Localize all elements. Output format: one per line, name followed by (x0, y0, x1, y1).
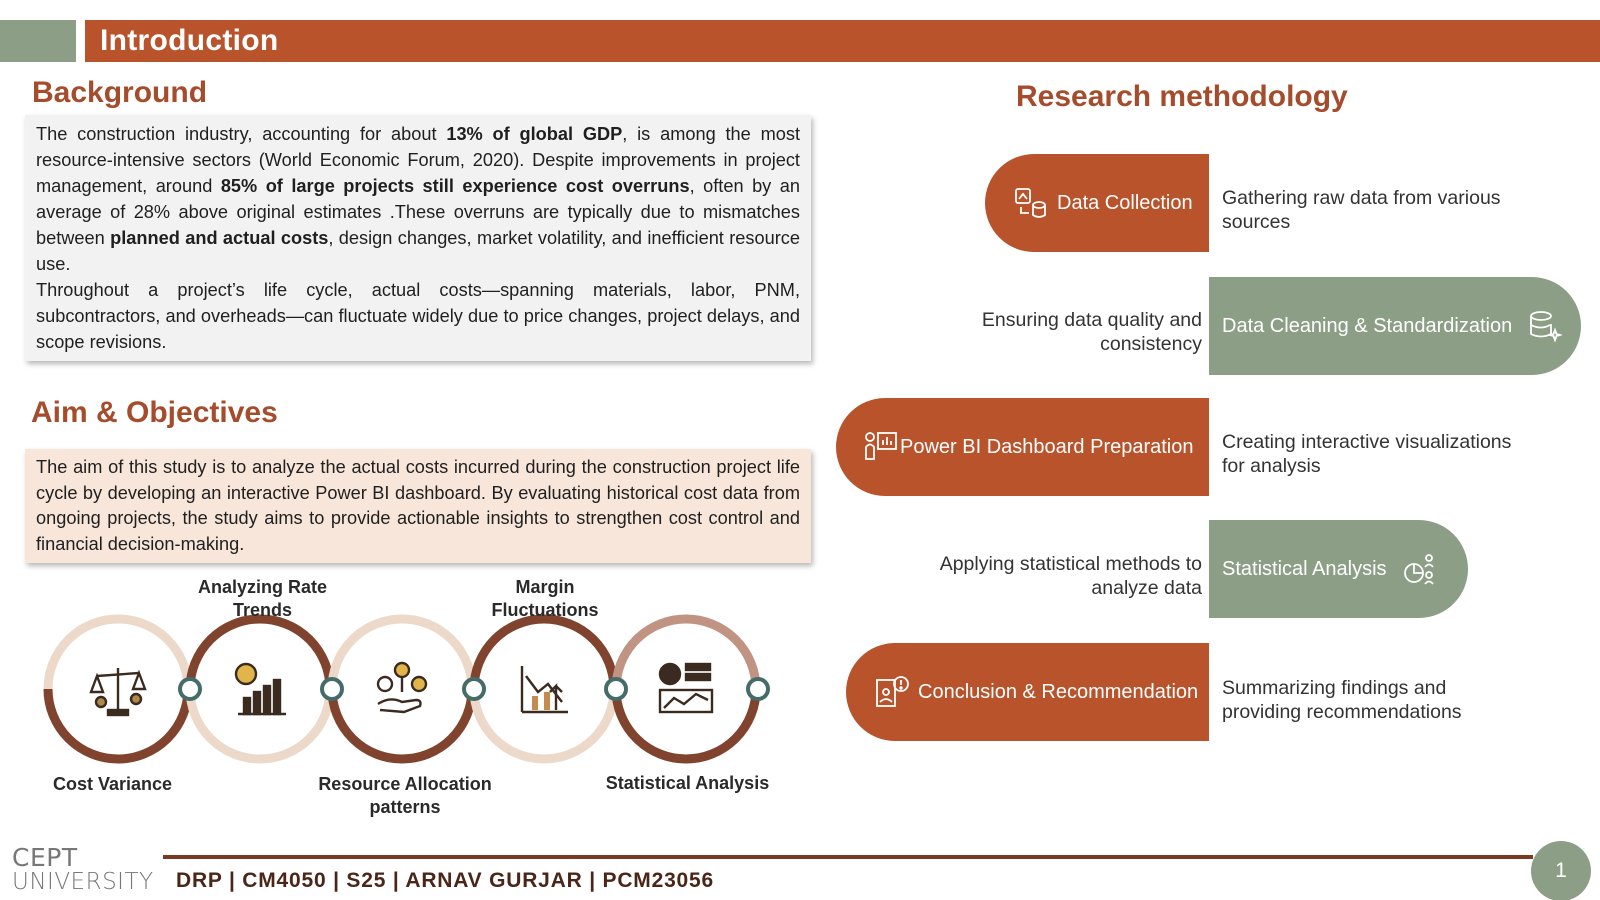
background-paragraph: The construction industry, accounting fo… (36, 121, 800, 277)
step-desc-data-cleaning: Ensuring data quality and consistency (981, 309, 1202, 355)
methodology-step-data-cleaning: Data Cleaning & Standardization (1209, 277, 1581, 375)
objective-label-statistical-analysis: Statistical Analysis (605, 773, 770, 793)
methodology-step-data-collection: Data Collection (985, 154, 1209, 252)
aim-heading: Aim & Objectives (31, 396, 278, 429)
background-text-run: , often by an average of 28% above origi… (36, 176, 800, 248)
objective-label-rate-trends: Analyzing Rate Trends (197, 577, 328, 620)
background-heading: Background (32, 76, 208, 109)
ring-4-face (483, 628, 605, 750)
connector-node-1 (178, 677, 202, 701)
ring-3-arc (327, 688, 477, 764)
step-label-data-cleaning: Data Cleaning & Standardization (1222, 314, 1513, 337)
background-text-run: , is among the most resource-intensive s… (36, 124, 800, 196)
background-paragraph: Throughout a project’s life cycle, actua… (36, 277, 800, 355)
page-number-badge: 1 (1531, 841, 1591, 900)
ring-2-arc (185, 614, 335, 690)
page-number: 1 (1555, 859, 1567, 882)
step-label-statistical-analysis: Statistical Analysis (1222, 557, 1387, 580)
methodology-heading: Research methodology (1016, 80, 1348, 113)
methodology-step-power-bi: Power BI Dashboard Preparation (836, 398, 1209, 496)
balance-scale-icon (89, 668, 147, 717)
step-desc-statistical-analysis: Applying statistical methods to analyze … (939, 553, 1202, 599)
objective-label-cost-variance: Cost Variance (52, 774, 173, 794)
step-label-power-bi: Power BI Dashboard Preparation (900, 435, 1194, 458)
ring-1-arc (43, 688, 193, 764)
background-text-box: The construction industry, accounting fo… (25, 115, 811, 361)
step-desc-power-bi: Creating interactive visualizations for … (1222, 431, 1512, 477)
database-clean-icon (1530, 311, 1563, 343)
background-emphasis: planned and actual costs (110, 228, 329, 248)
aim-text: The aim of this study is to analyze the … (36, 457, 800, 554)
presentation-dashboard-icon (865, 432, 897, 460)
page-title: Introduction (100, 24, 279, 57)
footer-divider (163, 855, 1533, 859)
objectives-diagram: Cost Variance Analyzing Rate Trends Reso… (0, 577, 820, 840)
background-emphasis: 85% of large projects still experience c… (220, 176, 690, 196)
aim-text-box: The aim of this study is to analyze the … (25, 449, 811, 563)
cept-university-logo: CEPT UNIVERSITY (12, 843, 154, 895)
background-text-run: The construction industry, accounting fo… (36, 124, 447, 144)
objectives-rings (43, 614, 770, 764)
step-label-data-collection: Data Collection (1057, 191, 1193, 214)
statistics-icon (1403, 554, 1434, 585)
step-desc-data-collection: Gathering raw data from various sources (1222, 187, 1501, 233)
methodology-step-conclusion: Conclusion & Recommendation (846, 643, 1209, 741)
connector-node-2 (320, 677, 344, 701)
header-accent-block (0, 20, 76, 62)
background-emphasis: 13% of global GDP (446, 124, 623, 144)
ring-5-arc (611, 688, 761, 764)
objective-label-resource-allocation: Resource Allocation patterns (318, 774, 492, 817)
footer-text: DRP | CM4050 | S25 | ARNAV GURJAR | PCM2… (176, 869, 714, 892)
rate-trend-chart-icon (234, 662, 286, 716)
ring-2-face (199, 628, 321, 750)
data-collection-icon (1015, 188, 1046, 218)
background-text-run: Throughout a project’s life cycle, actua… (36, 280, 800, 352)
step-desc-conclusion: Summarizing findings and providing recom… (1222, 677, 1462, 723)
ring-4-arc (469, 614, 619, 690)
connector-node-4 (604, 677, 628, 701)
resource-allocation-icon (376, 661, 428, 714)
dashboard-analytics-icon (658, 662, 714, 714)
logo-line-2: UNIVERSITY (12, 869, 154, 895)
header-band (85, 20, 1600, 62)
recommendation-icon (876, 676, 909, 707)
logo-line-1: CEPT (12, 843, 78, 872)
methodology-step-statistical-analysis: Statistical Analysis (1209, 520, 1468, 618)
objective-label-margin-fluctuations: Margin Fluctuations (491, 577, 599, 620)
connector-node-3 (462, 677, 486, 701)
step-label-conclusion: Conclusion & Recommendation (918, 680, 1199, 703)
background-text-run: , design changes, market volatility, and… (36, 228, 800, 274)
margin-chart-icon (520, 666, 568, 714)
connector-node-5 (746, 677, 770, 701)
